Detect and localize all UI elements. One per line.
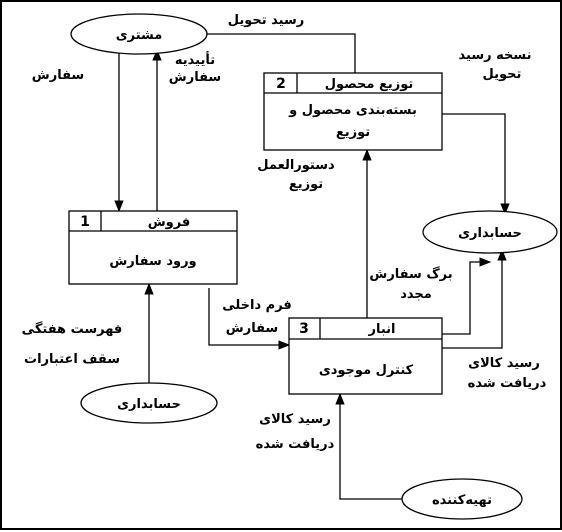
flow-goods-receipt-bottom-label-line1: رسید کالای [259, 412, 331, 427]
flow-receipt-copy-label-line2: تحویل [483, 67, 522, 82]
flow-internal-order-label-line2: سفارش [226, 321, 278, 336]
flow-order-confirm-label-line2: سفارش [169, 70, 221, 85]
process-distribution-name: توزیع محصول [325, 77, 413, 92]
flow-distribution-order-label-line2: توزیع [289, 177, 323, 192]
entity-accounting-bottom: حسابداری [80, 382, 218, 424]
entity-accounting-bottom-label: حسابداری [117, 397, 181, 412]
flow-receipt-copy-label-line1: نسخه رسید [459, 48, 532, 63]
flow-delivery-receipt-line [190, 29, 356, 73]
process-warehouse-number: 3 [299, 321, 309, 337]
process-warehouse-body: کنترل موجودی [319, 363, 414, 378]
process-sales-number: 1 [80, 214, 90, 230]
process-distribution-body-line2: توزیع [336, 125, 370, 140]
process-distribution-body-line1: بسته‌بندی محصول و [288, 103, 417, 118]
flow-reorder-label-line2: مجدد [400, 287, 432, 302]
flow-reorder-line [442, 257, 492, 335]
process-warehouse: 3 انبار کنترل موجودی [288, 317, 443, 395]
entity-customer-label: مشتری [116, 28, 163, 43]
flow-goods-receipt-bottom-line [335, 392, 414, 500]
flow-goods-receipt-right-line [442, 248, 507, 349]
flow-order-confirm-label-line1: تأییدیه [175, 51, 215, 68]
flow-goods-receipt-right-label-line2: دریافت شده [468, 376, 547, 391]
entity-supplier: تهیه‌کننده [401, 478, 523, 520]
process-warehouse-name: انبار [367, 322, 395, 337]
flow-reorder-label-line1: برگ سفارش [369, 265, 452, 282]
entity-supplier-label: تهیه‌کننده [432, 493, 492, 508]
entity-accounting-top-label: حسابداری [458, 226, 522, 241]
process-distribution-number: 2 [276, 76, 286, 92]
process-sales-name: فروش [148, 215, 191, 230]
entity-accounting-top: حسابداری [422, 210, 558, 254]
flow-goods-receipt-right-label-line1: رسید کالای [468, 356, 540, 371]
flow-internal-order-line [208, 288, 291, 350]
entity-customer: مشتری [70, 13, 208, 55]
flow-delivery-receipt-label: رسید تحویل [228, 13, 305, 28]
flow-order-label: سفارش [32, 68, 84, 83]
flow-internal-order-label-line1: فرم داخلی [222, 298, 292, 313]
flow-weekly-list-label-line1: فهرست هفتگی [22, 321, 123, 337]
flow-distribution-order-label-line1: دستورالعمل [257, 158, 335, 173]
process-sales: 1 فروش ورود سفارش [68, 210, 238, 285]
flow-receipt-copy-line [442, 113, 510, 216]
process-sales-body: ورود سفارش [109, 254, 196, 269]
flow-goods-receipt-bottom-label-line2: دریافت شده [256, 437, 335, 452]
flow-weekly-list-label-line2: سقف اعتبارات [24, 352, 120, 367]
process-distribution: 2 توزیع محصول بسته‌بندی محصول و توزیع [263, 72, 443, 151]
